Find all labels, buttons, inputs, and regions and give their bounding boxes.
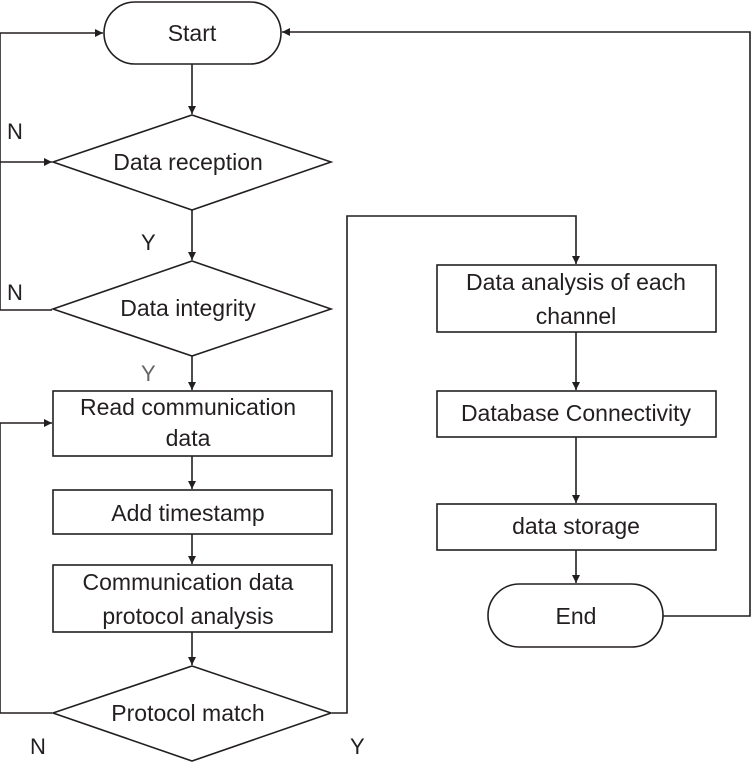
read-communication-label-line2: data bbox=[166, 425, 211, 451]
node-data-reception: Data reception bbox=[50, 114, 334, 211]
data-reception-decision bbox=[50, 114, 334, 211]
integrity-yes-label: Y bbox=[141, 361, 156, 386]
integrity-no-label: N bbox=[7, 280, 23, 305]
arrow-integrity-no-loop bbox=[0, 29, 103, 311]
reception-yes-label: Y bbox=[141, 230, 156, 255]
match-no-label: N bbox=[30, 734, 46, 759]
arrow-match-yes-to-analysis bbox=[332, 215, 580, 714]
node-protocol-match: Protocol match bbox=[50, 665, 334, 762]
connectors bbox=[0, 28, 751, 714]
end-label: End bbox=[556, 603, 597, 629]
node-add-timestamp: Add timestamp bbox=[52, 489, 333, 535]
end-terminator bbox=[487, 583, 664, 648]
protocol-analysis-label-line1: Communication data bbox=[83, 569, 294, 595]
protocol-analysis-label-line2: protocol analysis bbox=[102, 603, 273, 629]
node-read-communication: Read communication data bbox=[52, 390, 333, 457]
data-analysis-label-line1: Data analysis of each bbox=[466, 269, 686, 295]
node-end: End bbox=[487, 583, 664, 648]
arrow-match-no-loop bbox=[0, 419, 52, 714]
database-connectivity-box bbox=[436, 390, 717, 438]
read-communication-label-line1: Read communication bbox=[80, 394, 296, 420]
node-data-analysis: Data analysis of each channel bbox=[436, 264, 717, 333]
node-data-storage: data storage bbox=[436, 503, 717, 551]
start-terminator bbox=[103, 1, 282, 65]
protocol-match-label: Protocol match bbox=[111, 700, 264, 726]
branch-labels: N Y N Y N Y bbox=[7, 119, 365, 759]
reception-no-label: N bbox=[7, 119, 23, 144]
data-storage-box bbox=[436, 503, 717, 551]
start-label: Start bbox=[168, 20, 217, 46]
data-analysis-label-line2: channel bbox=[536, 303, 617, 329]
node-protocol-analysis: Communication data protocol analysis bbox=[52, 564, 333, 633]
protocol-match-decision bbox=[50, 665, 334, 762]
data-integrity-label: Data integrity bbox=[120, 295, 256, 321]
match-yes-label: Y bbox=[350, 734, 365, 759]
read-communication-box bbox=[52, 390, 333, 457]
node-database-connectivity: Database Connectivity bbox=[436, 390, 717, 438]
data-integrity-decision bbox=[50, 260, 334, 357]
arrow-end-to-start bbox=[282, 28, 751, 617]
data-reception-label: Data reception bbox=[113, 149, 263, 175]
protocol-analysis-box bbox=[52, 564, 333, 633]
node-start: Start bbox=[103, 1, 282, 65]
data-storage-label: data storage bbox=[512, 513, 640, 539]
database-connectivity-label: Database Connectivity bbox=[461, 400, 692, 426]
data-analysis-box bbox=[436, 264, 717, 333]
add-timestamp-box bbox=[52, 489, 333, 535]
node-data-integrity: Data integrity bbox=[50, 260, 334, 357]
add-timestamp-label: Add timestamp bbox=[111, 500, 264, 526]
